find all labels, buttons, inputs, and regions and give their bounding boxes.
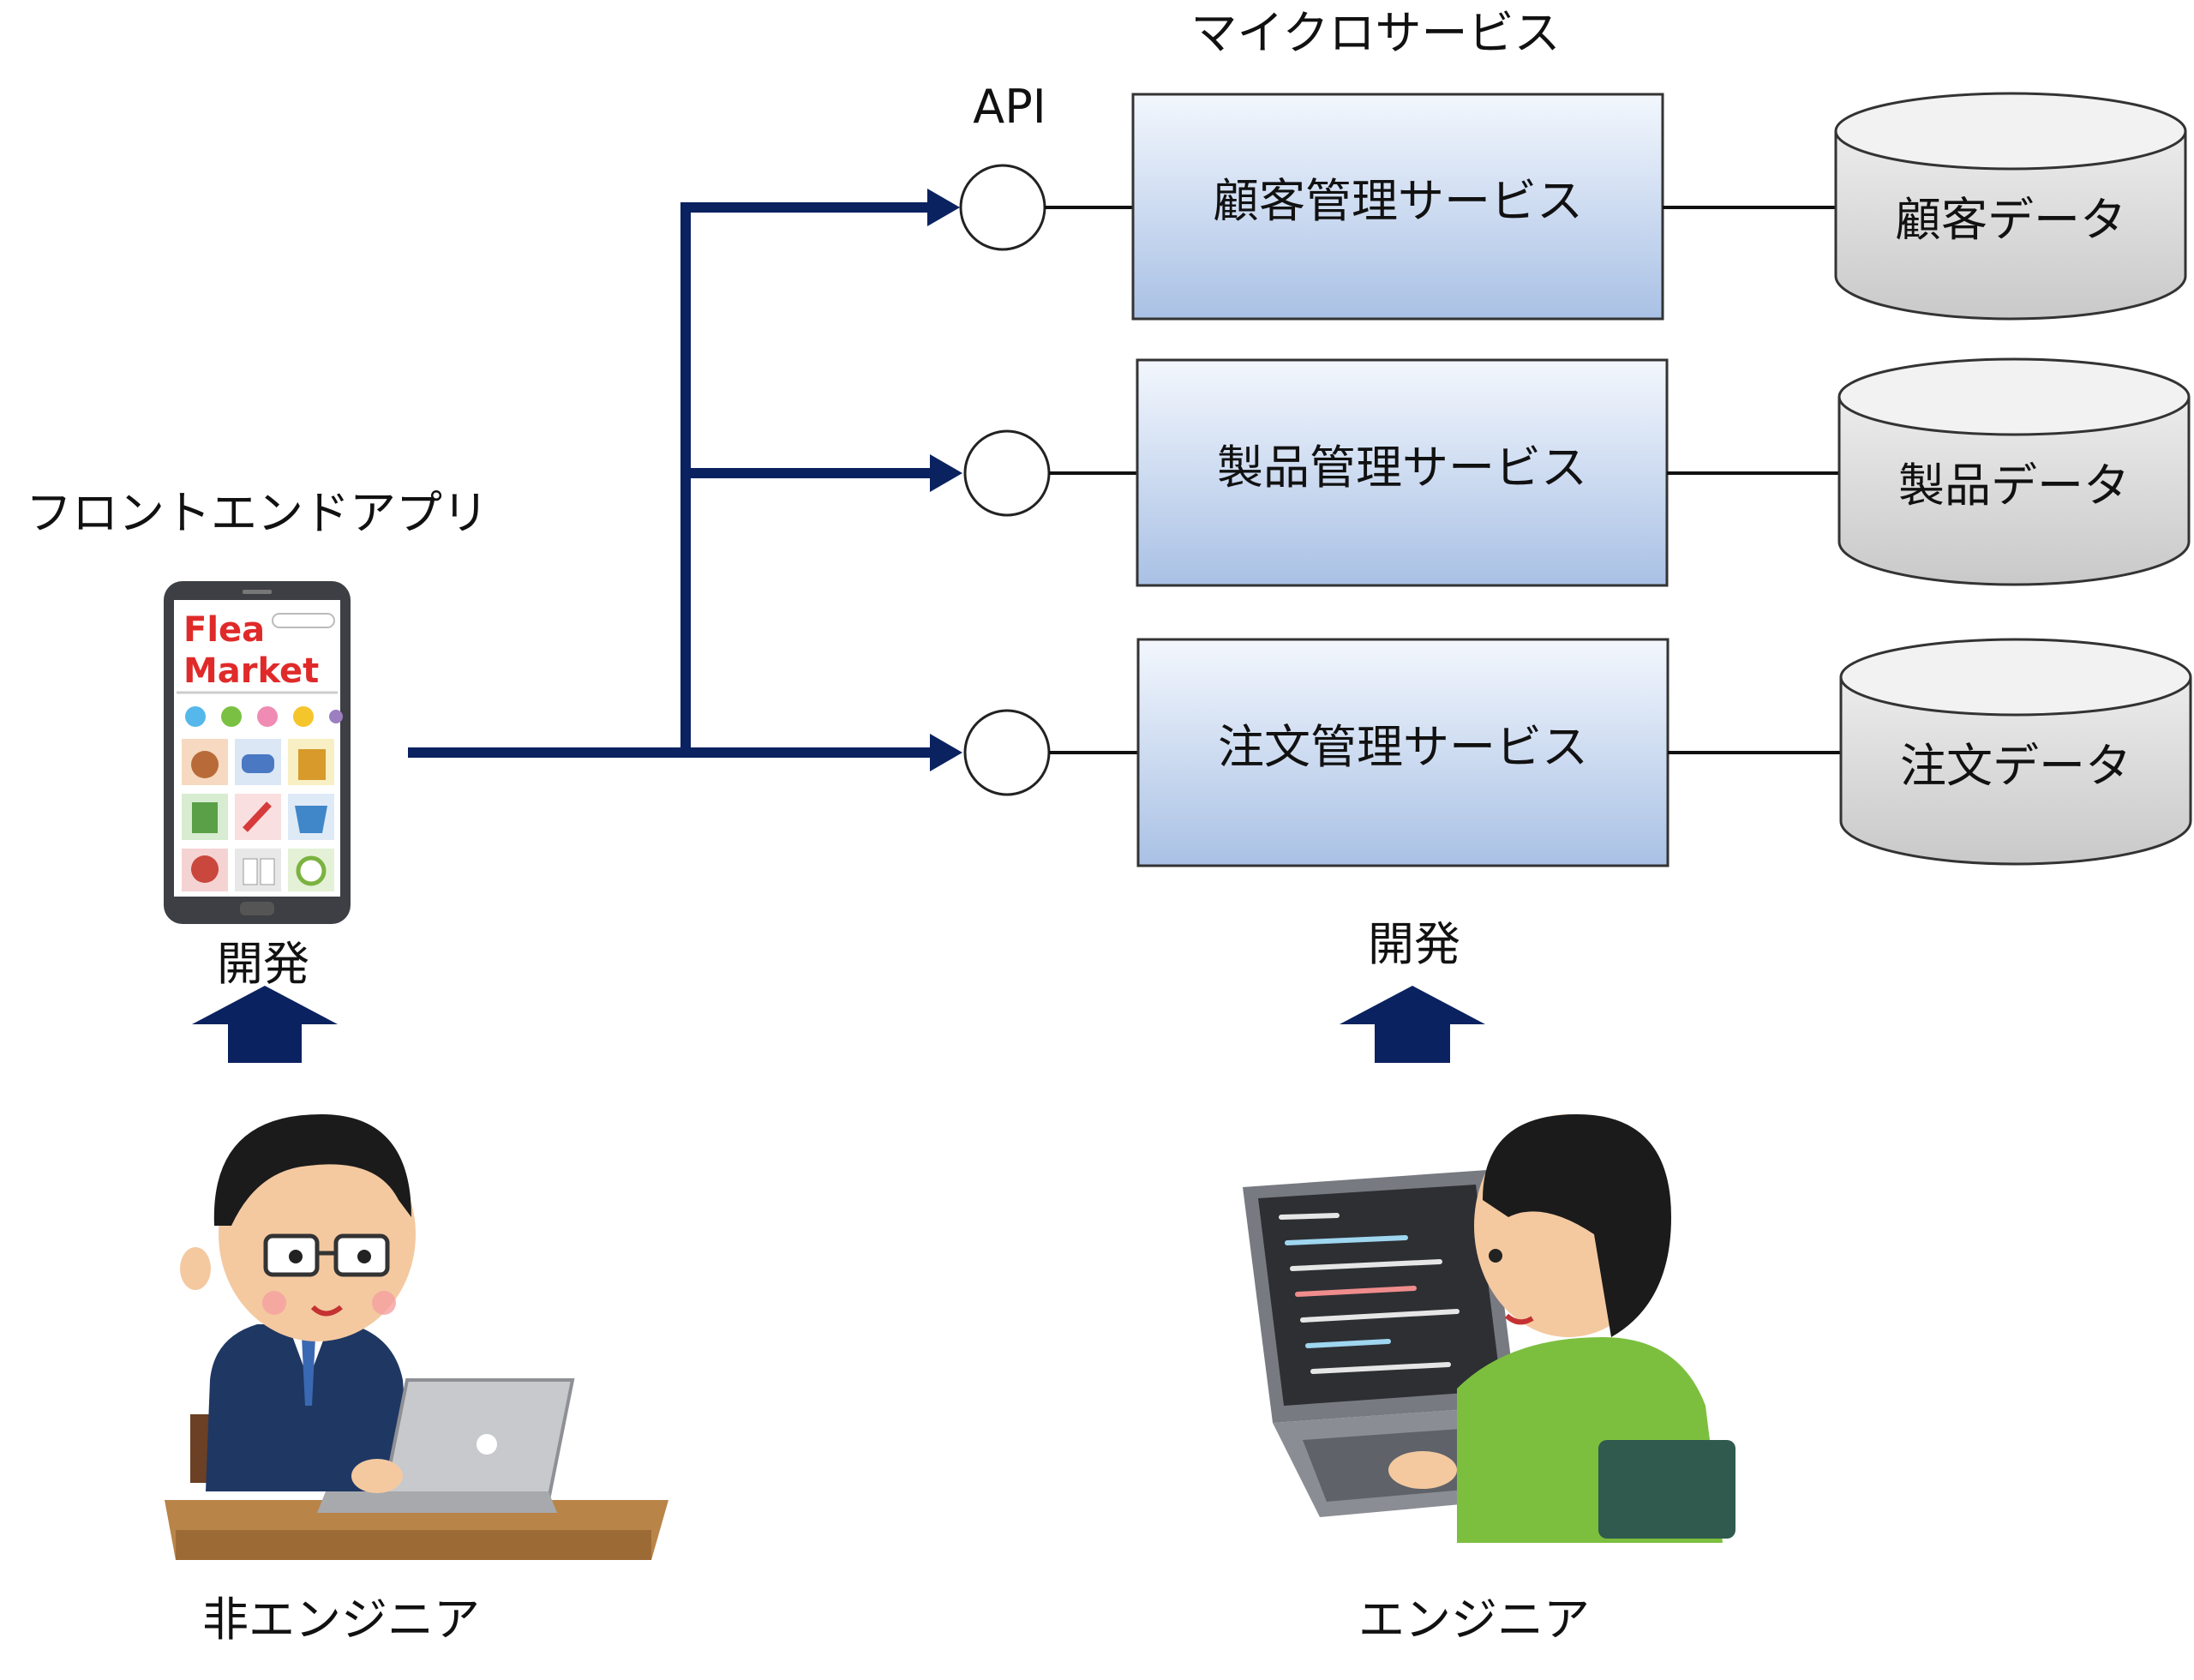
arrowhead-2: [930, 454, 962, 492]
request-arrows: [408, 189, 962, 771]
develop-label-right: 開発: [1368, 917, 1460, 971]
service-name-order: 注文管理サービス: [1218, 720, 1588, 774]
api-endpoint-order: [963, 709, 1051, 796]
non-engineer-illustration: [165, 1114, 668, 1560]
service-name-product: 製品管理サービス: [1217, 441, 1587, 495]
service-row-product: 製品管理サービス 製品データ: [963, 357, 2191, 587]
smartphone-illustration: Flea Market: [164, 581, 351, 924]
phone-search-bar: [272, 613, 335, 628]
database-name-order: 注文データ: [1900, 739, 2131, 793]
arrowhead-1: [927, 189, 960, 226]
develop-arrow-left: [192, 986, 338, 1063]
api-endpoint-customer: [959, 164, 1046, 251]
database-customer: [1834, 92, 2187, 321]
service-row-customer: 顧客管理サービス 顧客データ: [959, 92, 2187, 321]
phone-app-title-line2: Market: [183, 651, 319, 691]
service-box-order: [1136, 638, 1669, 867]
database-name-product: 製品データ: [1898, 459, 2130, 513]
service-row-order: 注文管理サービス 注文データ: [963, 638, 2192, 867]
database-order: [1839, 638, 2192, 866]
frontend-app-label: フロントエンドアプリ: [26, 486, 489, 540]
database-product: [1837, 357, 2191, 586]
service-name-customer: 顧客管理サービス: [1213, 174, 1583, 228]
engineer-label: エンジニア: [1358, 1593, 1590, 1647]
arrowhead-3: [930, 734, 962, 771]
engineer-illustration: [1243, 1114, 1735, 1543]
microservices-title: マイクロサービス: [1191, 6, 1561, 60]
develop-arrow-right: [1340, 986, 1485, 1063]
database-name-customer: 顧客データ: [1895, 193, 2126, 247]
api-endpoint-product: [963, 429, 1051, 517]
service-box-product: [1136, 358, 1669, 587]
api-label: API: [973, 80, 1046, 134]
phone-app-title-line1: Flea: [183, 610, 265, 650]
service-box-customer: [1131, 93, 1664, 321]
non-engineer-label: 非エンジニア: [202, 1593, 480, 1647]
develop-label-left: 開発: [217, 937, 309, 991]
